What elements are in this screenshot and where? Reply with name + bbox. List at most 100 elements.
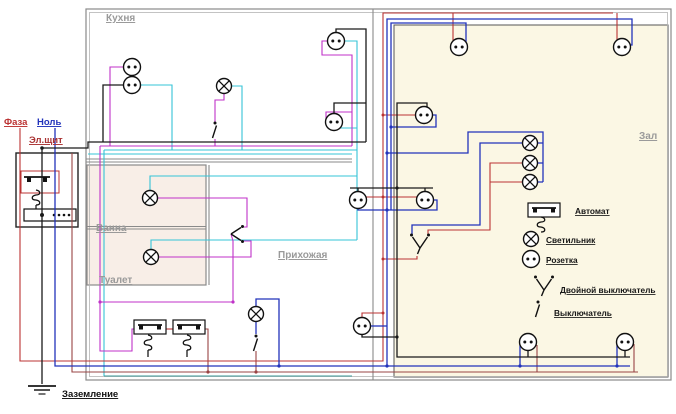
legend-lamp-label: Светильник <box>546 235 596 245</box>
wire <box>361 312 383 317</box>
junction-dot <box>381 311 385 315</box>
panel-breaker-frame <box>20 170 60 194</box>
junction-dot <box>254 370 258 374</box>
breaker-spring-icon <box>143 334 153 351</box>
neutral-wires <box>54 18 633 368</box>
junction-dot <box>381 113 385 117</box>
wire <box>255 298 280 366</box>
panel-label: Эл.щит <box>29 135 63 146</box>
wire <box>102 84 124 142</box>
junction-dot <box>40 213 44 217</box>
neutral-junctions <box>277 125 619 368</box>
wall-kitchen-bottom <box>86 158 352 163</box>
junction-dot <box>381 195 385 199</box>
electric-panel <box>15 152 79 228</box>
room-labels: Кухня Ванна Туалет Прихожая Зал <box>96 13 657 286</box>
wire-phase-main <box>19 12 613 362</box>
outer-wall-inner-line <box>89 12 668 377</box>
wire <box>147 350 188 357</box>
legend-lamp-icon <box>522 230 540 248</box>
junction-dot <box>518 364 522 368</box>
junction-dot <box>385 364 389 368</box>
wire <box>387 131 544 182</box>
wire <box>141 84 173 150</box>
hall-room <box>393 24 669 378</box>
wire <box>71 153 638 373</box>
junction-dot <box>385 151 389 155</box>
panel-breaker-contact-right <box>43 177 47 182</box>
panel-terminal-strip <box>23 208 77 222</box>
ground-wires <box>28 28 630 395</box>
breaker-icon <box>172 319 206 335</box>
wire <box>345 40 358 240</box>
wire <box>357 209 387 211</box>
junction-dot <box>385 208 389 212</box>
switch-icon <box>211 120 218 139</box>
wire <box>158 197 248 228</box>
phase-wires <box>19 12 618 362</box>
lamp-icon <box>215 77 233 95</box>
panel-breaker-contact-left <box>27 177 31 182</box>
junction-dot <box>615 364 619 368</box>
junction-dot <box>98 300 102 304</box>
socket-icon <box>414 105 434 125</box>
socket-icon <box>326 31 346 51</box>
wire <box>396 102 630 358</box>
inner-walls <box>86 9 374 380</box>
legend-breaker-icon <box>527 202 561 218</box>
wire <box>335 28 367 142</box>
magenta-junctions <box>98 300 235 304</box>
wire-ground-main <box>41 141 366 384</box>
wire-neutral-main <box>54 128 630 367</box>
hallway-label: Прихожая <box>278 250 328 261</box>
bath-toilet-block <box>86 164 207 286</box>
legend-socket-icon <box>521 249 541 269</box>
panel-box <box>15 152 79 228</box>
legend-breaker-label: Автомат <box>575 206 610 216</box>
wire <box>205 328 209 372</box>
wire <box>386 18 633 366</box>
wire <box>411 142 522 234</box>
lamp-icon <box>521 173 539 191</box>
junction-dot <box>395 335 399 339</box>
wire <box>427 162 522 234</box>
phase-label: Фаза <box>4 117 28 128</box>
socket-icon <box>348 190 368 210</box>
wall-bath-toilet-divider <box>87 225 206 230</box>
junction-dot <box>40 146 44 150</box>
socket-icon <box>615 332 635 352</box>
junction-dot <box>395 186 399 190</box>
wire <box>361 335 397 338</box>
socket-icon <box>324 112 344 132</box>
toilet-label: Туалет <box>99 275 132 286</box>
wire <box>527 351 626 357</box>
legend-double-switch-label: Двойной выключатель <box>560 285 656 295</box>
ground-label: Заземление <box>62 389 118 400</box>
switch-icon <box>252 333 259 352</box>
outer-wall <box>85 8 672 381</box>
lamp-icon <box>141 189 159 207</box>
socket-icon <box>518 332 538 352</box>
wire <box>390 22 467 210</box>
kitchen-label: Кухня <box>106 13 135 24</box>
breaker-spring-icon <box>182 334 192 351</box>
wire <box>333 102 366 114</box>
socket-icon <box>122 75 142 95</box>
wire <box>214 94 225 122</box>
junction-dot <box>381 257 385 261</box>
socket-icon <box>352 316 372 336</box>
apartment-structure <box>85 8 672 381</box>
junction-dot <box>231 300 235 304</box>
junction-dot <box>277 364 281 368</box>
maroon-junctions <box>206 370 258 374</box>
socket-icon <box>612 37 632 57</box>
legend-socket-label: Розетка <box>546 255 578 265</box>
junction-dot <box>389 125 393 129</box>
wire <box>150 239 357 249</box>
terminal-dot <box>67 213 71 217</box>
breaker-icon <box>133 319 167 335</box>
lamp-icon <box>521 154 539 172</box>
junction-dot <box>206 370 210 374</box>
